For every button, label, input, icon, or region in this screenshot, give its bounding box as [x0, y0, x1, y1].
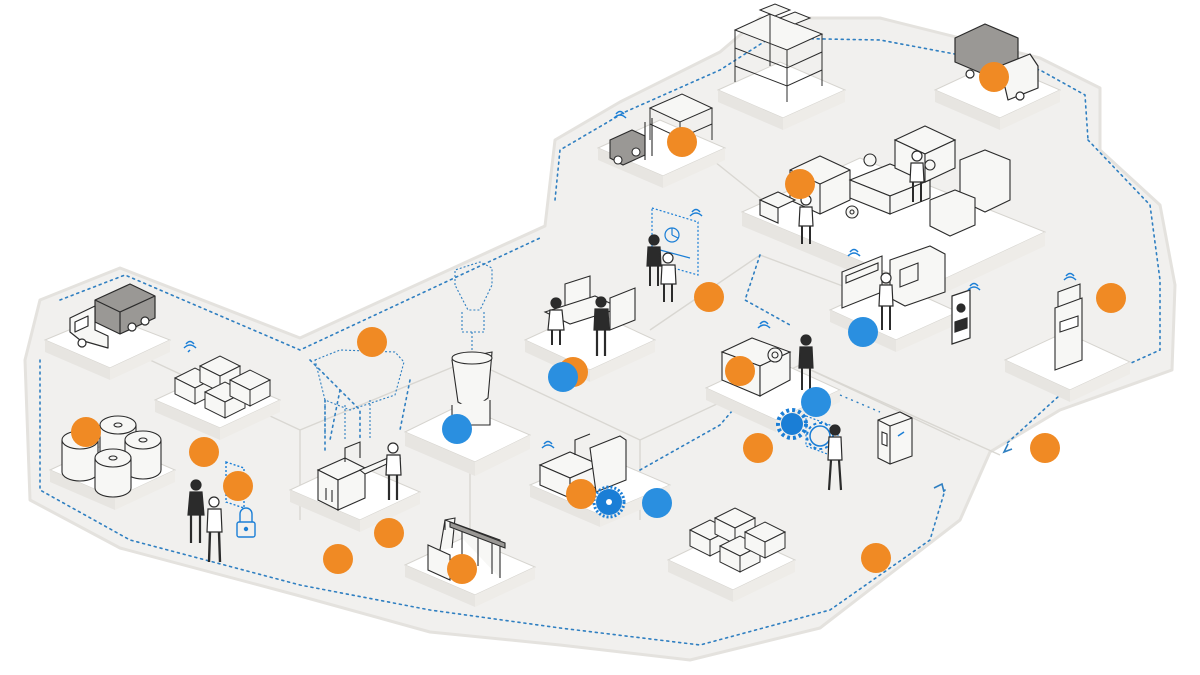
control-panel-icon	[841, 245, 946, 309]
hotspot-orange-h11[interactable]	[785, 169, 815, 199]
hotspot-orange-h13[interactable]	[979, 62, 1009, 92]
zone-terminal-kiosk	[1003, 272, 1132, 402]
route-inner-1	[309, 359, 361, 441]
wifi-icon	[847, 248, 861, 257]
zone-truck-dock-left	[43, 283, 172, 380]
dashboard-icon	[651, 207, 699, 276]
badge-reader-icon	[951, 289, 971, 345]
route-outer-bottom	[39, 359, 946, 646]
hotspot-blue-h25[interactable]	[801, 387, 831, 417]
hotspot-orange-h12[interactable]	[694, 282, 724, 312]
wifi-icon	[613, 110, 627, 119]
person-icon	[827, 424, 843, 491]
hotspot-blue-h24[interactable]	[848, 317, 878, 347]
hotspot-layer	[71, 62, 1126, 584]
zone-paper-rolls	[48, 415, 177, 510]
person-icon	[187, 479, 205, 543]
zone-boxes-center	[666, 507, 797, 602]
shelving-icon	[733, 3, 824, 102]
person-icon	[798, 194, 814, 244]
person-icon	[646, 234, 662, 286]
hotspot-blue-h22[interactable]	[442, 414, 472, 444]
zone-smart-printer	[839, 394, 913, 465]
printer-icon	[877, 411, 913, 465]
wifi-icon	[757, 320, 771, 329]
route-right	[1004, 139, 1161, 446]
zone-id-access-terminal	[951, 282, 981, 345]
hotspot-orange-h05[interactable]	[323, 544, 353, 574]
route-inner-printer	[839, 394, 881, 413]
zone-security-staff	[187, 461, 256, 563]
person-icon	[798, 334, 814, 390]
hotspot-orange-h03[interactable]	[189, 437, 219, 467]
zone-cnc-machine	[528, 433, 672, 527]
wifi-icon	[689, 208, 703, 217]
person-icon	[547, 297, 565, 345]
zone-packing-line	[288, 441, 422, 532]
wifi-icon	[1063, 272, 1077, 281]
hopper-icon	[314, 261, 493, 440]
arrow-icon	[933, 482, 945, 493]
person-icon	[206, 496, 223, 563]
person-icon	[660, 252, 677, 302]
truck-icon	[69, 283, 156, 349]
box-stack-icon	[173, 355, 272, 419]
wifi-icon	[183, 340, 197, 353]
kiosk-icon	[1054, 283, 1083, 371]
robot-arm-icon	[427, 517, 506, 581]
person-icon	[909, 150, 925, 202]
hotspot-orange-h10[interactable]	[667, 127, 697, 157]
zone-boxes-left	[153, 340, 282, 440]
hotspot-orange-h18[interactable]	[861, 543, 891, 573]
forklift-icon	[609, 118, 653, 166]
person-icon	[385, 442, 402, 500]
hotspot-blue-h26[interactable]	[642, 488, 672, 518]
zone-control-room	[828, 245, 960, 352]
hotspot-orange-h01[interactable]	[357, 327, 387, 357]
saw-blade-icon	[592, 485, 626, 519]
wifi-icon	[967, 282, 981, 291]
hotspot-orange-h02[interactable]	[71, 417, 101, 447]
route-outer-left	[59, 237, 541, 351]
hotspot-orange-h04[interactable]	[223, 471, 253, 501]
truck-icon	[954, 23, 1039, 101]
hotspot-orange-h07[interactable]	[447, 554, 477, 584]
data-routes	[39, 37, 1161, 646]
hotspot-orange-h15[interactable]	[743, 433, 773, 463]
hotspot-blue-h23[interactable]	[548, 362, 578, 392]
route-inner-3	[744, 254, 791, 326]
wifi-icon	[541, 440, 555, 449]
arrow-icon	[1002, 443, 1013, 454]
route-arrows	[933, 443, 1013, 493]
person-icon	[878, 272, 894, 330]
hotspot-orange-h06[interactable]	[374, 518, 404, 548]
hotspot-orange-h16[interactable]	[1096, 283, 1126, 313]
hotspot-orange-h09[interactable]	[566, 479, 596, 509]
padlock-icon	[225, 461, 256, 538]
hotspot-orange-h17[interactable]	[1030, 433, 1060, 463]
zone-analytics-team	[646, 207, 703, 302]
zone-robot-arm-station	[403, 517, 537, 607]
cnc-machine-icon	[538, 433, 627, 499]
person-icon	[593, 296, 610, 356]
zone-high-rack-storage	[716, 3, 847, 130]
hotspot-orange-h14[interactable]	[725, 356, 755, 386]
box-stack-icon	[688, 507, 787, 573]
